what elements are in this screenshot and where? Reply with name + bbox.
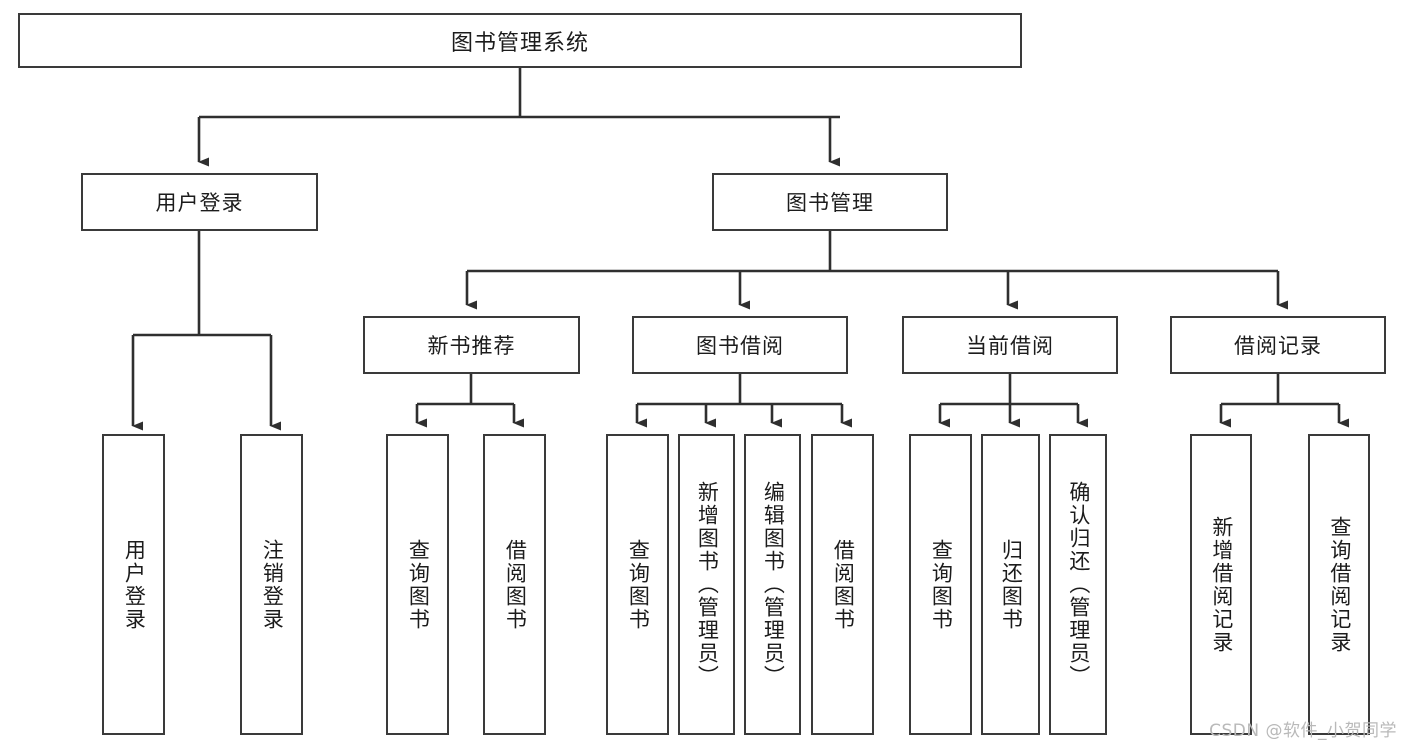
node-leaf-add-book[interactable]: 新增图书（管理员） xyxy=(678,434,735,735)
node-label: 用户登录 xyxy=(122,538,147,631)
node-leaf-query-book-2[interactable]: 查询图书 xyxy=(606,434,669,735)
node-label: 确认归还（管理员） xyxy=(1066,481,1091,688)
node-current-borrow[interactable]: 当前借阅 xyxy=(902,316,1118,374)
node-leaf-borrow-book-1[interactable]: 借阅图书 xyxy=(483,434,546,735)
node-leaf-logout-login[interactable]: 注销登录 xyxy=(240,434,303,735)
node-leaf-edit-book[interactable]: 编辑图书（管理员） xyxy=(744,434,801,735)
node-label: 新书推荐 xyxy=(427,334,516,358)
node-leaf-query-book-1[interactable]: 查询图书 xyxy=(386,434,449,735)
node-label: 查询图书 xyxy=(929,538,954,631)
node-label: 当前借阅 xyxy=(966,334,1054,358)
node-label: 图书管理系统 xyxy=(450,30,589,56)
node-root-system[interactable]: 图书管理系统 xyxy=(18,13,1022,68)
node-label: 图书管理 xyxy=(786,191,874,215)
node-leaf-confirm-return[interactable]: 确认归还（管理员） xyxy=(1049,434,1107,735)
node-book-borrow[interactable]: 图书借阅 xyxy=(632,316,848,374)
node-label: 用户登录 xyxy=(155,191,244,215)
node-label: 图书借阅 xyxy=(696,334,784,358)
node-leaf-user-login[interactable]: 用户登录 xyxy=(102,434,165,735)
node-label: 借阅图书 xyxy=(503,538,528,631)
node-leaf-query-book-3[interactable]: 查询图书 xyxy=(909,434,972,735)
node-user-login[interactable]: 用户登录 xyxy=(81,173,318,231)
node-leaf-add-record[interactable]: 新增借阅记录 xyxy=(1190,434,1252,735)
node-book-manage[interactable]: 图书管理 xyxy=(712,173,948,231)
node-label: 注销登录 xyxy=(260,538,285,631)
watermark-text: CSDN @软件_小贺同学 xyxy=(1209,721,1397,741)
node-leaf-query-record[interactable]: 查询借阅记录 xyxy=(1308,434,1370,735)
node-label: 借阅图书 xyxy=(831,538,856,631)
node-label: 借阅记录 xyxy=(1234,334,1322,358)
node-new-book-recommend[interactable]: 新书推荐 xyxy=(363,316,580,374)
node-label: 查询借阅记录 xyxy=(1327,515,1352,654)
node-leaf-return-book[interactable]: 归还图书 xyxy=(981,434,1040,735)
node-label: 归还图书 xyxy=(999,538,1024,631)
node-borrow-record[interactable]: 借阅记录 xyxy=(1170,316,1386,374)
node-leaf-borrow-book-2[interactable]: 借阅图书 xyxy=(811,434,874,735)
node-label: 查询图书 xyxy=(406,538,431,631)
node-label: 查询图书 xyxy=(626,538,651,631)
node-label: 编辑图书（管理员） xyxy=(761,481,786,688)
node-label: 新增图书（管理员） xyxy=(695,481,720,688)
node-label: 新增借阅记录 xyxy=(1209,515,1234,654)
